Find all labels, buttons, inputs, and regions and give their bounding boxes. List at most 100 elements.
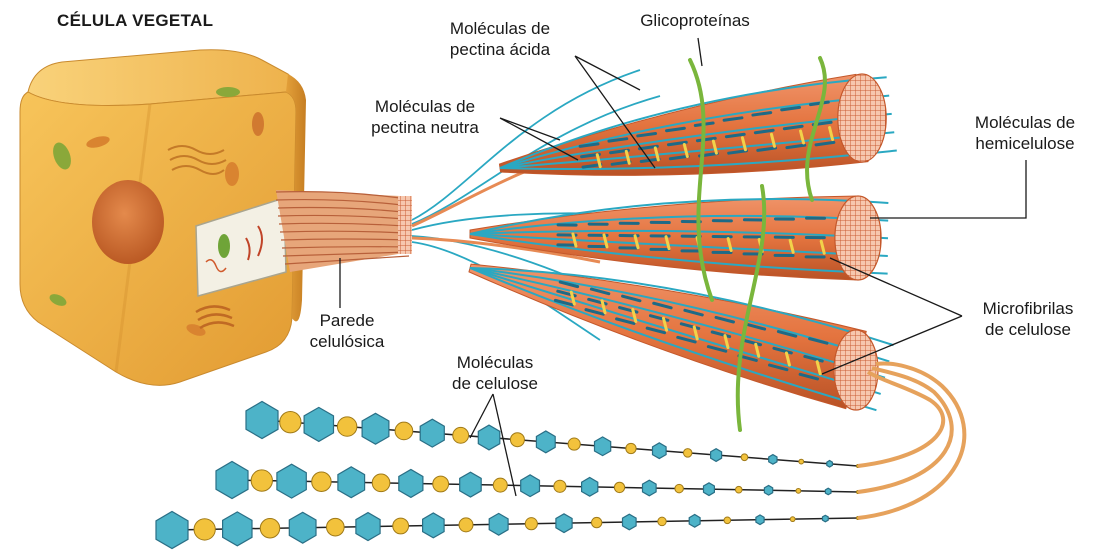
label-parede-line2: celulósica: [292, 331, 402, 352]
label-celulose-line1: Moléculas: [430, 352, 560, 373]
glucose-circle: [799, 459, 804, 464]
glucose-hexagon: [643, 480, 657, 496]
chloroplast: [252, 112, 264, 136]
glucose-circle: [741, 454, 748, 461]
glucose-hexagon: [156, 512, 188, 549]
label-parede-line1: Parede: [292, 310, 402, 331]
leader-glicoproteinas: [698, 38, 702, 66]
glucose-hexagon: [304, 407, 333, 441]
glucose-circle: [433, 476, 449, 492]
label-pectina-neutra-line1: Moléculas de: [345, 96, 505, 117]
microfibril-end: [834, 330, 878, 410]
glucose-hexagon: [711, 449, 722, 462]
label-microfibrilas-line1: Microfibrilas: [958, 298, 1098, 319]
glucose-circle: [796, 488, 801, 493]
glucose-circle: [790, 517, 795, 522]
glucose-hexagon: [769, 455, 777, 465]
cellulose-chain: [156, 512, 860, 549]
label-glicoproteinas: Glicoproteínas: [620, 10, 770, 31]
chloroplast: [216, 87, 240, 97]
label-pectina-acida-line2: pectina ácida: [420, 39, 580, 60]
glucose-circle: [554, 480, 566, 492]
glucose-circle: [658, 517, 666, 525]
glucose-hexagon: [216, 462, 248, 499]
glucose-hexagon: [689, 515, 700, 528]
glucose-hexagon: [756, 515, 764, 525]
glucose-circle: [194, 519, 215, 540]
window-chloroplast: [218, 234, 230, 258]
glucose-hexagon: [827, 461, 833, 468]
glucose-circle: [510, 433, 524, 447]
glucose-circle: [525, 518, 537, 530]
glucose-hexagon: [704, 483, 715, 496]
glucose-hexagon: [489, 513, 508, 535]
cellulose-chain: [216, 462, 860, 499]
glucose-hexagon: [246, 402, 278, 439]
glucose-circle: [724, 517, 731, 524]
glucose-hexagon: [223, 512, 252, 546]
glucose-circle: [395, 422, 413, 440]
cellulose-chains: [156, 402, 860, 549]
glucose-hexagon: [653, 443, 667, 459]
glucose-hexagon: [399, 470, 423, 498]
microfibril: [470, 196, 888, 280]
glucose-hexagon: [595, 437, 611, 456]
glucose-circle: [260, 519, 279, 538]
label-microfibrilas: Microfibrilas de celulose: [958, 298, 1098, 340]
glucose-circle: [592, 517, 602, 527]
glucose-circle: [337, 417, 356, 436]
glucose-circle: [459, 518, 473, 532]
glucose-hexagon: [356, 513, 380, 541]
glucose-circle: [453, 427, 469, 443]
microfibril-end: [835, 196, 881, 280]
glucose-hexagon: [556, 514, 572, 533]
label-pectina-neutra-line2: pectina neutra: [345, 117, 505, 138]
glucose-hexagon: [338, 467, 365, 498]
bundle-end-mesh: [398, 196, 412, 254]
cellulose-chain: [246, 402, 860, 468]
glucose-circle: [614, 482, 624, 492]
glucose-hexagon: [460, 472, 482, 497]
glucose-circle: [372, 474, 390, 492]
glucose-hexagon: [420, 419, 444, 447]
glucose-hexagon: [582, 478, 598, 497]
plant-cell: [20, 50, 306, 386]
diagram-title: CÉLULA VEGETAL: [57, 10, 213, 31]
wall-fiber-bundle: [276, 190, 412, 272]
mitochondrion: [225, 162, 239, 186]
glucose-hexagon: [764, 486, 772, 496]
label-hemicelulose-line2: hemicelulose: [950, 133, 1100, 154]
glucose-circle: [568, 438, 580, 450]
glucose-circle: [735, 486, 742, 493]
glucose-circle: [493, 478, 507, 492]
glucose-circle: [675, 484, 683, 492]
glucose-circle: [327, 518, 345, 536]
leader-hemicelulose: [870, 160, 1026, 218]
label-celulose-line2: de celulose: [430, 373, 560, 394]
glucose-circle: [626, 443, 636, 453]
glucose-circle: [683, 449, 691, 457]
glucose-hexagon: [478, 425, 500, 450]
label-celulose: Moléculas de celulose: [430, 352, 560, 394]
glucose-hexagon: [277, 464, 306, 498]
label-pectina-neutra: Moléculas de pectina neutra: [345, 96, 505, 138]
label-pectina-acida: Moléculas de pectina ácida: [420, 18, 580, 60]
glucose-circle: [251, 470, 272, 491]
glucose-hexagon: [362, 413, 389, 444]
label-hemicelulose-line1: Moléculas de: [950, 112, 1100, 133]
nucleus: [92, 180, 164, 264]
glucose-hexagon: [423, 513, 445, 538]
label-parede: Parede celulósica: [292, 310, 402, 352]
glucose-hexagon: [536, 431, 555, 453]
glucose-hexagon: [521, 475, 540, 497]
label-hemicelulose: Moléculas de hemicelulose: [950, 112, 1100, 154]
label-microfibrilas-line2: de celulose: [958, 319, 1098, 340]
microfibril-end: [838, 74, 886, 162]
glucose-hexagon: [823, 515, 829, 522]
glucose-circle: [393, 518, 409, 534]
label-pectina-acida-line1: Moléculas de: [420, 18, 580, 39]
glucose-hexagon: [825, 488, 831, 495]
glucose-circle: [312, 472, 331, 491]
